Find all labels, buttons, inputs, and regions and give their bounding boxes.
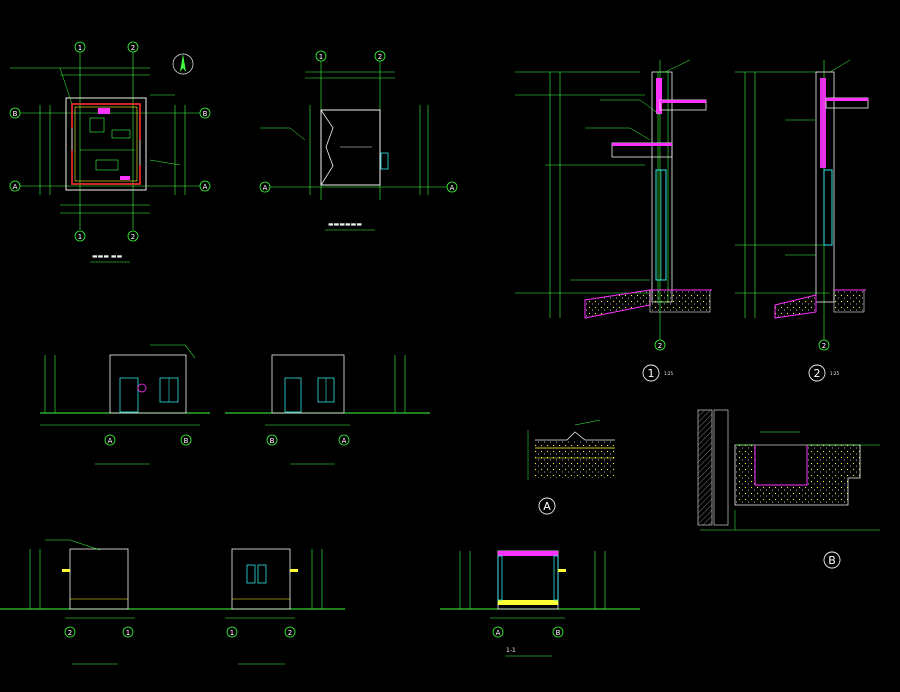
section-detail-bubble-2: 2 1:25 <box>808 364 839 382</box>
svg-text:A: A <box>108 437 113 445</box>
elevation-a-b: A B <box>40 344 210 465</box>
section-detail-bubble-1: 1 1:25 <box>642 364 673 382</box>
section-bubble-bottom-2: 2 <box>654 339 666 351</box>
svg-text:2: 2 <box>131 44 135 52</box>
detail-bubble-a: A <box>538 497 556 515</box>
grid-bubble-left-a: A <box>9 180 21 192</box>
elev-ba-bubble-a: A <box>338 434 350 446</box>
grid-bubble-right-b: B <box>199 107 211 119</box>
sec11-bubble-a: A <box>492 626 504 638</box>
detail-bubble-b: B <box>823 551 841 569</box>
grid-bubble-top-1: 1 <box>74 41 86 53</box>
svg-text:2: 2 <box>68 629 72 637</box>
elevation-1-2: 1 2 <box>185 548 345 665</box>
elev-21-bubble-2: 2 <box>64 626 76 638</box>
elevation-b-a: B A <box>225 354 430 465</box>
north-arrow-icon <box>172 53 194 75</box>
svg-text:A: A <box>342 437 347 445</box>
svg-text:A: A <box>203 183 208 191</box>
plan-dimensions <box>20 52 200 230</box>
svg-text:2: 2 <box>288 629 292 637</box>
elevation-2-1: 2 1 <box>0 539 185 665</box>
svg-text:1:25: 1:25 <box>830 371 839 376</box>
section2-bubble-bottom-2: 2 <box>818 339 830 351</box>
svg-text:1: 1 <box>78 233 82 241</box>
grid-bubble-bottom-2: 2 <box>127 230 139 242</box>
grid-bubble-left-b: B <box>9 107 21 119</box>
detail-b: B <box>697 409 880 569</box>
svg-text:A: A <box>496 629 501 637</box>
svg-text:▬▬▬ ▬▬: ▬▬▬ ▬▬ <box>92 253 123 260</box>
section-cut-label: 1-1 <box>506 647 516 654</box>
svg-text:A: A <box>263 184 268 192</box>
elev-ab-bubble-a: A <box>104 434 116 446</box>
svg-text:2: 2 <box>131 233 135 241</box>
elev-ab-bubble-b: B <box>180 434 192 446</box>
sec11-bubble-b: B <box>552 626 564 638</box>
svg-text:B: B <box>270 437 275 445</box>
svg-text:B: B <box>184 437 189 445</box>
svg-text:1: 1 <box>319 53 323 61</box>
wall-section-2: 2 2 1:25 <box>735 59 869 382</box>
roof-grid-bubble-left-a: A <box>259 181 271 193</box>
svg-text:B: B <box>13 110 18 118</box>
detail-a: A <box>527 419 615 515</box>
wall-section-1: 2 1 1:25 <box>515 59 712 382</box>
elev-ba-bubble-b: B <box>266 434 278 446</box>
svg-text:B: B <box>203 110 208 118</box>
svg-text:1: 1 <box>126 629 130 637</box>
grid-bubble-bottom-1: 1 <box>74 230 86 242</box>
svg-text:1: 1 <box>230 629 234 637</box>
svg-text:▬▬▬▬▬▬: ▬▬▬▬▬▬ <box>328 221 362 228</box>
elev-21-bubble-1: 1 <box>122 626 134 638</box>
svg-text:2: 2 <box>378 53 382 61</box>
svg-text:A: A <box>450 184 455 192</box>
section-1-1: A B 1-1 <box>440 550 640 657</box>
elev-12-bubble-1: 1 <box>226 626 238 638</box>
svg-text:B: B <box>556 629 561 637</box>
grid-bubble-right-a: A <box>199 180 211 192</box>
roof-grid-bubble-top-1: 1 <box>315 50 327 62</box>
roof-grid-bubble-right-a: A <box>446 181 458 193</box>
svg-text:1: 1 <box>78 44 82 52</box>
svg-text:2: 2 <box>658 342 662 350</box>
svg-text:2: 2 <box>822 342 826 350</box>
grid-bubble-top-2: 2 <box>127 41 139 53</box>
svg-text:1:25: 1:25 <box>664 371 673 376</box>
svg-text:A: A <box>543 500 551 513</box>
svg-text:1: 1 <box>648 367 655 380</box>
svg-text:2: 2 <box>814 367 821 380</box>
floor-plan: 1 2 1 2 B A B A <box>9 41 211 263</box>
roof-grid-bubble-top-2: 2 <box>374 50 386 62</box>
svg-text:B: B <box>828 554 836 567</box>
roof-plan: 1 2 A A ▬▬▬▬▬▬ <box>259 50 458 231</box>
svg-text:A: A <box>13 183 18 191</box>
elev-12-bubble-2: 2 <box>284 626 296 638</box>
